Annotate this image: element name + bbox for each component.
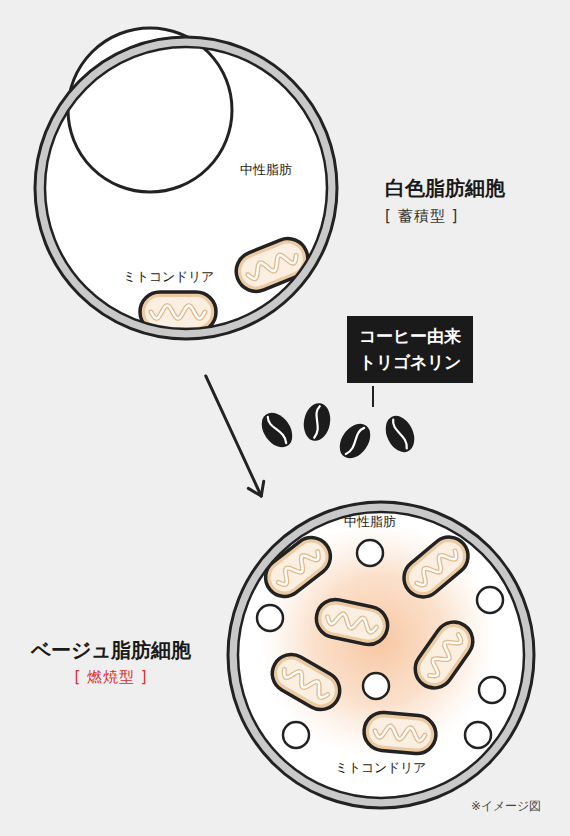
coffee-bean	[333, 418, 376, 464]
heat-glow	[260, 522, 496, 758]
mitochondrion-inner	[319, 602, 385, 642]
mitochondrion-membrane	[265, 648, 346, 717]
membrane-inner	[238, 512, 524, 798]
note: ※イメージ図	[471, 798, 541, 815]
cell-name: ベージュ脂肪細胞	[16, 637, 206, 664]
arrow-shaft	[206, 376, 261, 496]
mitochondrion-inner	[272, 654, 340, 709]
part-label: ミトコンドリア	[123, 268, 214, 286]
mitochondrion	[258, 530, 338, 604]
crista-outline	[375, 725, 426, 742]
mitochondrion-membrane	[362, 711, 437, 755]
crista-outline	[425, 631, 464, 679]
mitochondrion-inner	[145, 297, 211, 327]
tag-text: コーヒー由来 トリゴネリン	[353, 324, 467, 375]
mitochondrion	[396, 529, 476, 604]
mitochondrion	[313, 596, 391, 648]
cell-name: 白色脂肪細胞	[385, 175, 555, 202]
bean-body	[380, 411, 420, 456]
crista-outline	[326, 611, 377, 633]
crista	[425, 631, 464, 679]
mitochondrion-inner	[415, 622, 473, 689]
arrow	[206, 376, 264, 496]
mitochondrion-membrane	[258, 530, 338, 604]
bean-body	[333, 418, 376, 464]
bean-crease	[391, 419, 408, 450]
fat-cell: 白色脂肪細胞[ 蓄積型 ]	[33, 35, 339, 341]
crista-outline	[413, 546, 459, 587]
part-label: ミトコンドリア	[335, 759, 426, 777]
mitochondrion-membrane	[313, 596, 391, 648]
crista	[281, 664, 330, 700]
bean-body	[301, 401, 333, 443]
crista	[375, 725, 426, 742]
coffee-bean	[301, 401, 333, 443]
part-label: 中性脂肪	[344, 513, 396, 531]
membrane-band	[233, 507, 529, 803]
membrane-band	[40, 42, 332, 334]
crista	[413, 546, 459, 587]
membrane-inner	[45, 47, 327, 329]
cell-type: [ 蓄積型 ]	[385, 207, 555, 226]
bean-crease	[266, 416, 288, 445]
crista-outline	[281, 664, 330, 700]
cell-type: [ 燃焼型 ]	[16, 668, 206, 687]
bean-crease	[312, 406, 322, 438]
mitochondrion-inner	[403, 536, 468, 597]
bean-body	[255, 407, 298, 453]
crista-outline	[151, 306, 205, 319]
mitochondrion-membrane	[396, 529, 476, 604]
coffee-bean	[380, 411, 420, 456]
arrow-head	[248, 481, 263, 496]
label-tag: コーヒー由来 トリゴネリン	[347, 316, 473, 383]
cell-membrane	[33, 35, 339, 341]
crista	[326, 611, 377, 633]
part-label: 中性脂肪	[240, 161, 292, 179]
mitochondrion-membrane	[408, 615, 480, 696]
mitochondrion-inner	[368, 716, 432, 749]
mitochondria	[140, 233, 480, 755]
mitochondrion	[362, 711, 437, 755]
bean-crease	[344, 427, 366, 456]
coffee-bean	[255, 407, 298, 453]
crista-outline	[245, 249, 298, 280]
leader-line	[372, 386, 374, 407]
membrane-outer	[228, 502, 534, 808]
coffee-beans	[255, 401, 419, 464]
cell-interior	[238, 512, 524, 798]
mitochondrion	[265, 648, 346, 717]
membrane-outer	[35, 37, 337, 339]
mitochondrion	[408, 615, 480, 696]
crista	[245, 249, 298, 280]
crista	[151, 306, 205, 319]
